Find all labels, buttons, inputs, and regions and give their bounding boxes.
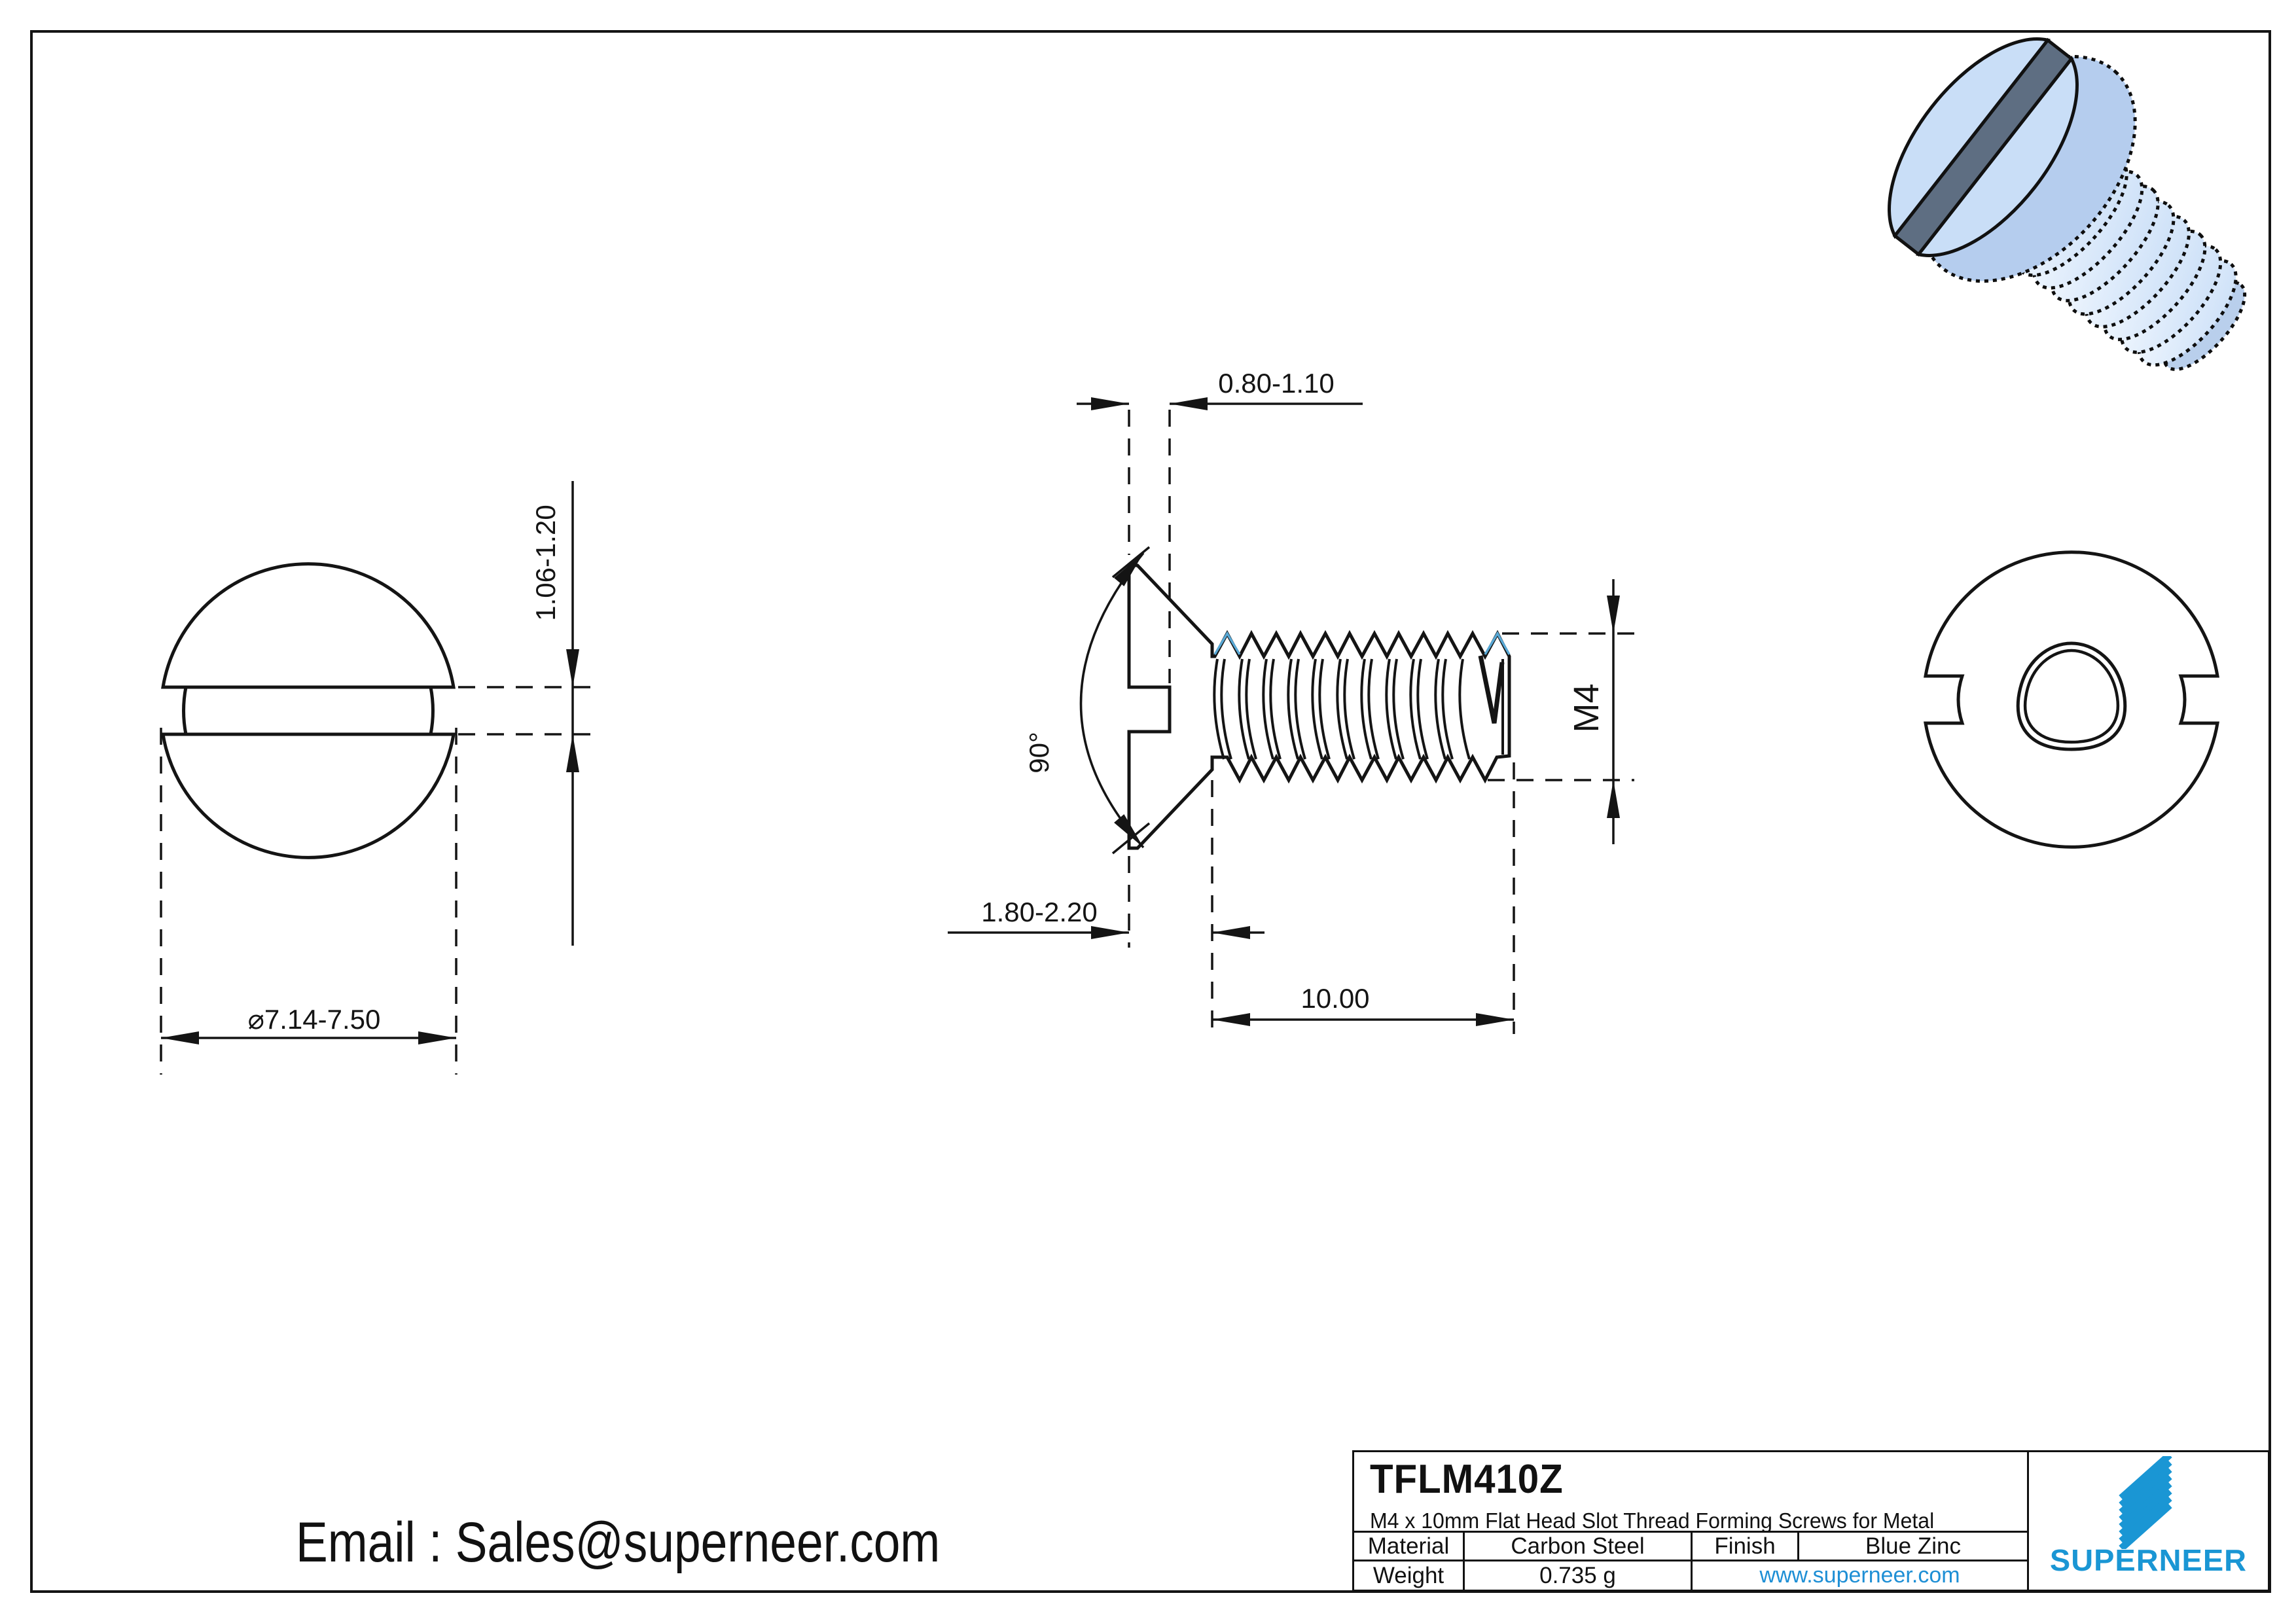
dim-head-height-label: 1.80-2.20 (981, 897, 1097, 927)
material-label: Material (1367, 1533, 1450, 1559)
brand-logo-cell: SUPERNEER (2027, 1452, 2268, 1590)
material-finish-row: Material Carbon Steel Finish Blue Zinc (1354, 1533, 2027, 1561)
slot-floor-left-arc (182, 687, 188, 735)
front-view (161, 562, 456, 859)
side-view (1127, 563, 1511, 850)
weight-value: 0.735 g (1463, 1561, 1691, 1590)
back-view (1924, 550, 2219, 849)
website-link[interactable]: www.superneer.com (1759, 1563, 1960, 1588)
title-block: TFLM410Z M4 x 10mm Flat Head Slot Thread… (1352, 1450, 2270, 1592)
head-bottom-half (161, 732, 456, 859)
thread-crest-highlight-end (1484, 631, 1511, 655)
head-top-half (161, 562, 456, 689)
screw-3d-slot (1892, 37, 2074, 257)
weight-website-row: Weight 0.735 g www.superneer.com (1354, 1561, 2027, 1590)
angle-tick-bottom (1111, 822, 1151, 855)
angle-arc (1079, 552, 1145, 849)
thread-crest-highlight-start (1213, 631, 1241, 655)
website-cell: www.superneer.com (1691, 1561, 2027, 1590)
thread-flank-lines (1213, 658, 1471, 760)
angle-tick-top (1111, 546, 1151, 579)
trilobe-outer (2016, 641, 2127, 751)
part-description: M4 x 10mm Flat Head Slot Thread Forming … (1370, 1508, 1935, 1533)
front-view-dimensions (160, 481, 592, 1075)
dim-countersink-angle-label: 90° (1024, 732, 1054, 774)
part-description-cell: TFLM410Z M4 x 10mm Flat Head Slot Thread… (1354, 1452, 2027, 1533)
finish-label: Finish (1691, 1533, 1797, 1560)
superneer-logo-stripes-icon (2118, 1452, 2172, 1552)
dim-thread-size-label: M4 (1567, 683, 1606, 732)
dim-head-diameter-label: ⌀7.14-7.50 (248, 1004, 381, 1035)
title-block-info: TFLM410Z M4 x 10mm Flat Head Slot Thread… (1354, 1452, 2027, 1590)
sheet-border-frame (30, 30, 2271, 1593)
part-number: TFLM410Z (1370, 1457, 1564, 1502)
dim-thread-length-label: 10.00 (1300, 983, 1369, 1014)
material-value: Carbon Steel (1463, 1533, 1691, 1560)
weight-label: Weight (1372, 1562, 1444, 1588)
screw-3d-render (1888, 37, 2247, 371)
finish-value: Blue Zinc (1797, 1533, 2027, 1560)
dim-slot-width-label: 1.06-1.20 (530, 505, 561, 620)
email-contact-text: Email : Sales@superneer.com (296, 1511, 941, 1574)
trilobe-inner (2023, 649, 2120, 744)
slot-floor-right-arc (429, 687, 435, 735)
head-back-outline (1924, 550, 2219, 849)
brand-name: SUPERNEER (2049, 1543, 2248, 1577)
dim-slot-depth-label: 0.80-1.10 (1218, 368, 1334, 399)
thread-end-cone (1478, 655, 1505, 724)
